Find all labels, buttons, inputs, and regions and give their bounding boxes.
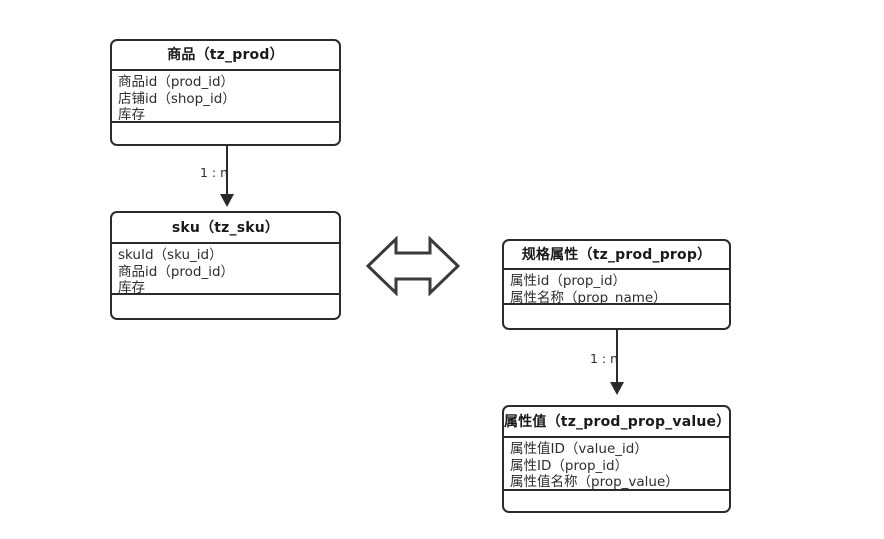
double-headed-arrow-icon [365,235,461,297]
arrowhead-down-icon [220,194,234,207]
entity-box-tz-sku[interactable]: sku（tz_sku） skuId（sku_id） 商品id（prod_id） … [110,211,341,320]
attribute-row: 属性名称（prop_name） [510,289,667,306]
attribute-row: 属性id（prop_id） [510,273,627,289]
attribute-row: 库存 [118,107,145,123]
entity-attributes-tz-prod: 商品id（prod_id） 店铺id（shop_id） 库存 [112,71,339,123]
entity-title-tz-prod-prop: 规格属性（tz_prod_prop） [504,241,729,270]
connector-line [226,146,228,196]
entity-title-tz-prod-prop-value: 属性值（tz_prod_prop_value） [504,407,729,438]
entity-box-tz-prod-prop-value[interactable]: 属性值（tz_prod_prop_value） 属性值ID（value_id） … [502,405,731,513]
attribute-row: 属性值名称（prop_value） [510,474,679,490]
entity-attributes-tz-prod-prop: 属性id（prop_id） 属性名称（prop_name） [504,270,729,306]
attribute-row: 库存 [118,280,145,296]
attribute-row: 属性ID（prop_id） [510,457,629,474]
entity-attributes-tz-sku: skuId（sku_id） 商品id（prod_id） 库存 [112,244,339,296]
cardinality-label: 1 : n [590,351,619,366]
attribute-row: 属性值ID（value_id） [510,441,648,457]
connector-line [616,330,618,384]
entity-title-tz-sku: sku（tz_sku） [112,213,339,244]
cardinality-label: 1 : n [200,165,229,180]
attribute-row: skuId（sku_id） [118,247,223,263]
entity-attributes-tz-prod-prop-value: 属性值ID（value_id） 属性ID（prop_id） 属性值名称（prop… [504,438,729,491]
attribute-row: 商品id（prod_id） [118,263,235,280]
entity-box-tz-prod-prop[interactable]: 规格属性（tz_prod_prop） 属性id（prop_id） 属性名称（pr… [502,239,731,330]
entity-box-tz-prod[interactable]: 商品（tz_prod） 商品id（prod_id） 店铺id（shop_id） … [110,39,341,146]
attribute-row: 商品id（prod_id） [118,74,235,90]
entity-title-tz-prod: 商品（tz_prod） [112,41,339,71]
arrowhead-down-icon [610,382,624,395]
attribute-row: 店铺id（shop_id） [118,90,236,107]
